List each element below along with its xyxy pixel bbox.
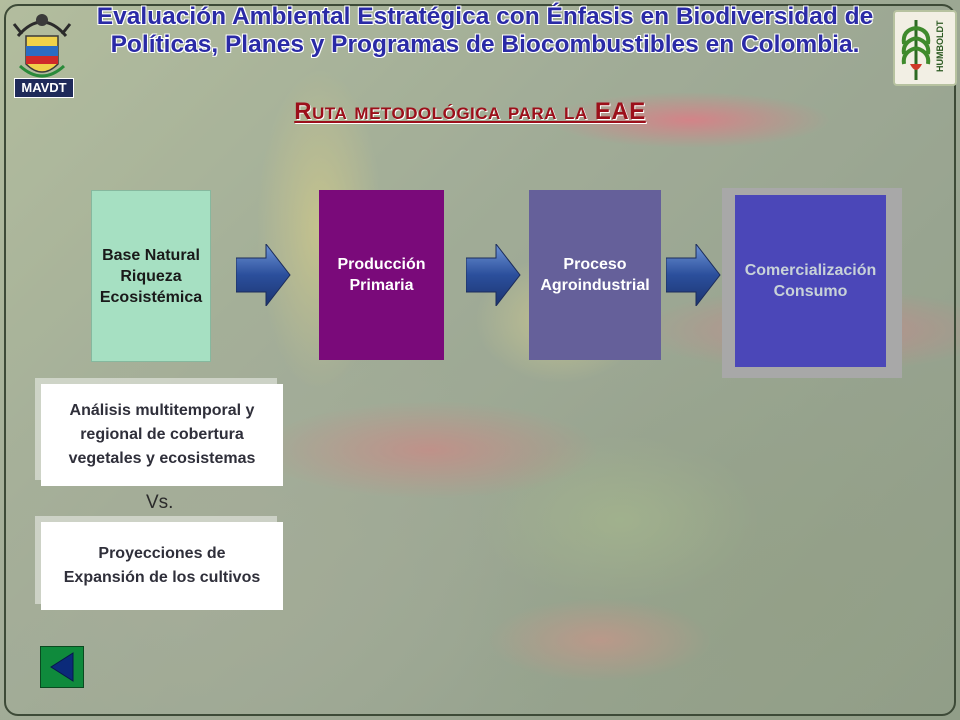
step-label-line: Primaria: [349, 277, 414, 294]
analysis-line: regional de cobertura: [80, 426, 244, 443]
page-title: Evaluación Ambiental Estratégica con Énf…: [96, 3, 874, 58]
slide-frame: [4, 4, 956, 716]
analysis-line: Expansión de los cultivos: [63, 569, 261, 586]
arrow-right-icon: [466, 244, 521, 306]
step-produccion-primaria: Producción Primaria: [319, 190, 444, 360]
step-label-line: Base Natural: [102, 246, 200, 264]
step-proceso-agroindustrial: Proceso Agroindustrial: [529, 190, 661, 360]
step-label-line: Agroindustrial: [540, 277, 650, 294]
humboldt-logo-text: HUMBOLDT: [935, 20, 945, 72]
analysis-line: Proyecciones de: [98, 545, 226, 562]
step-base-natural: Base Natural Riqueza Ecosistémica: [91, 190, 211, 362]
analysis-box-multitemporal: Análisis multitemporal y regional de cob…: [41, 384, 283, 486]
mavdt-badge: MAVDT: [14, 78, 74, 98]
humboldt-logo: [893, 10, 957, 86]
analysis-box-proyecciones: Proyecciones de Expansión de los cultivo…: [41, 522, 283, 610]
step-label-line: Producción: [337, 256, 426, 273]
step-label-line: Riqueza: [120, 267, 182, 285]
step-comercializacion-consumo: Comercialización Consumo: [735, 195, 886, 367]
leaf-icon: [901, 20, 931, 80]
step-label-line: Ecosistémica: [99, 288, 203, 306]
versus-label: Vs.: [146, 492, 174, 513]
coat-of-arms-logo: [12, 14, 72, 78]
step-label-line: Comercialización: [744, 262, 877, 279]
analysis-line: Análisis multitemporal y: [69, 402, 255, 419]
triangle-left-icon: [50, 652, 74, 682]
analysis-line: vegetales y ecosistemas: [68, 450, 256, 467]
arrow-right-icon: [666, 244, 721, 306]
arrow-right-icon: [236, 244, 291, 306]
step-label-line: Consumo: [773, 283, 848, 300]
page-subtitle: Ruta metodológica para la EAE: [294, 98, 646, 125]
back-button[interactable]: [40, 646, 84, 688]
step-label-line: Proceso: [563, 256, 627, 273]
